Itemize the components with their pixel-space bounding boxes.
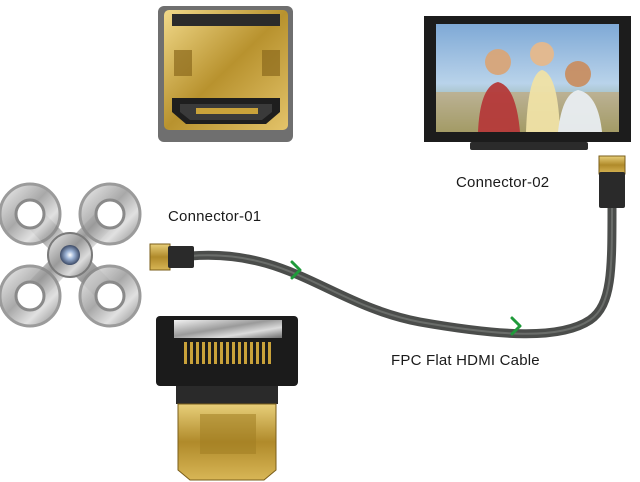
fpc-pins [184,342,271,364]
mini-hdmi-plug-left [149,243,194,271]
tv-stand [470,142,588,150]
connector-02-label: Connector-02 [456,174,550,191]
drone-rotors [0,182,142,328]
cable-label: FPC Flat HDMI Cable [391,352,540,369]
fpc-flat-hdmi-cable [185,203,617,339]
arrow-icon [510,316,522,336]
hdmi-female-connector-icon [158,6,293,142]
mini-hdmi-connector-icon [156,316,298,481]
television-icon [424,16,631,150]
tv-people [478,42,602,132]
drone-camera-lens [60,245,80,265]
drone-icon [0,182,142,328]
connector-01-label: Connector-01 [168,208,262,225]
hdmi-plug-right [598,155,626,208]
arrow-icon [290,260,302,280]
